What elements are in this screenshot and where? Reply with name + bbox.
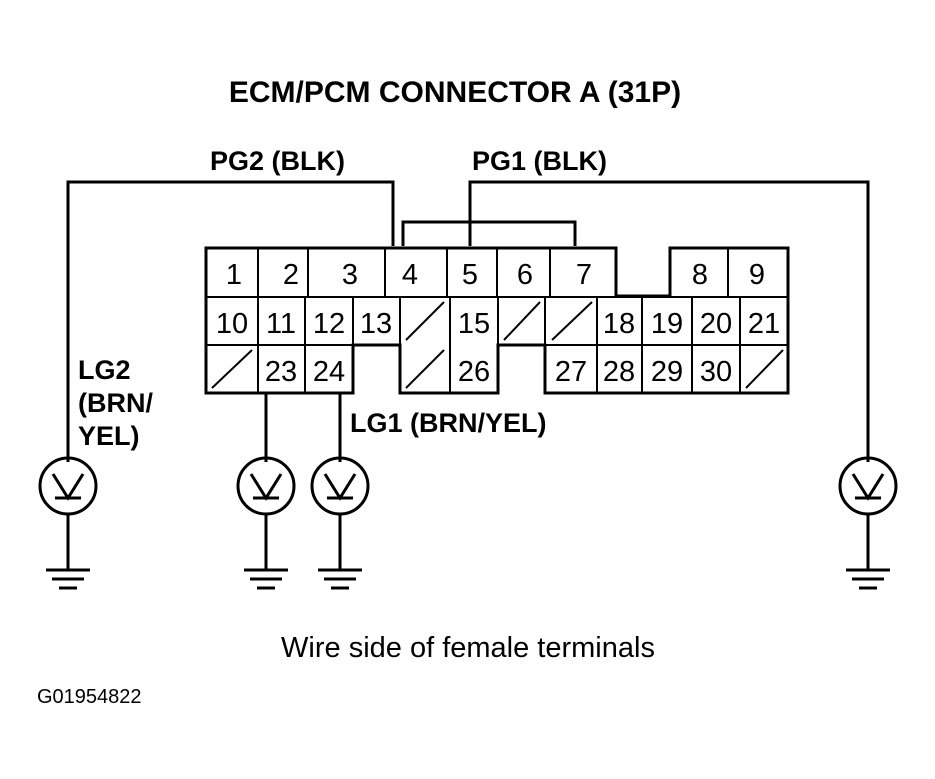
pin-row-2: 10 11 12 13 15 18 19 20 21: [216, 308, 780, 340]
pin-label: 24: [313, 356, 345, 388]
ground-icon: [846, 568, 890, 590]
voltmeter-icon: [38, 456, 98, 516]
pin-label: 18: [603, 308, 635, 340]
pin-label: 4: [402, 259, 418, 291]
pin4-pin7-jumper: [401, 220, 577, 246]
meter-pin23: [236, 456, 296, 590]
wires: [66, 180, 870, 462]
pin-label: 19: [651, 308, 683, 340]
unused-cavity-mark: [405, 301, 445, 341]
unused-cavity-mark: [745, 349, 784, 389]
unused-cavity-mark: [551, 301, 593, 341]
unused-cavity-mark: [405, 349, 445, 389]
lg1-label: LG1 (BRN/YEL): [350, 408, 547, 438]
pin-label: 7: [576, 259, 592, 291]
pin-label: 26: [458, 356, 490, 388]
pin-label: 29: [651, 356, 683, 388]
pin-label: 5: [462, 259, 478, 291]
unused-cavity-mark: [503, 301, 541, 341]
lg2-label-line1: LG2: [78, 355, 131, 385]
pin-label: 9: [749, 259, 765, 291]
pin-row-3: 23 24 26 27 28 29 30: [265, 356, 732, 388]
pin-label: 12: [313, 308, 345, 340]
lg2-label-line3: YEL): [78, 421, 140, 451]
ground-icon: [244, 568, 288, 590]
pin-label: 23: [265, 356, 297, 388]
diagram-title: ECM/PCM CONNECTOR A (31P): [229, 76, 681, 109]
pin-label: 20: [700, 308, 732, 340]
voltmeter-icon: [310, 456, 370, 516]
voltmeter-icon: [236, 456, 296, 516]
pin-label: 10: [216, 308, 248, 340]
pg2-wire: [66, 180, 395, 462]
voltmeter-icon: [838, 456, 898, 516]
connector-grid: [206, 248, 788, 393]
pg2-label: PG2 (BLK): [210, 146, 345, 176]
lg2-label-line2: (BRN/: [78, 388, 153, 418]
meter-pg1: [838, 456, 898, 590]
diagram-caption: Wire side of female terminals: [281, 632, 655, 664]
pin-label: 27: [555, 356, 587, 388]
unused-cavity-mark: [211, 349, 253, 389]
pin-label: 1: [226, 259, 242, 291]
pin-label: 11: [266, 308, 296, 340]
pin-label: 8: [692, 259, 708, 291]
pin-label: 2: [283, 259, 299, 291]
pin-label: 13: [360, 308, 392, 340]
pg1-label: PG1 (BLK): [472, 146, 607, 176]
pin-label: 21: [748, 308, 780, 340]
pin-label: 28: [603, 356, 635, 388]
pin-label: 3: [342, 259, 358, 291]
pg1-wire: [468, 180, 870, 462]
pin-row-1: 1 2 3 4 5 6 7 8 9: [226, 259, 765, 291]
pin-label: 30: [700, 356, 732, 388]
ground-icon: [318, 568, 362, 590]
meter-pg2: [38, 456, 98, 590]
figure-code: G01954822: [37, 686, 142, 708]
meter-pin24: [310, 456, 370, 590]
connector-body: 1 2 3 4 5 6 7 8 9 10 11 12 13 15 18 19 2…: [204, 246, 790, 395]
ground-icon: [46, 568, 90, 590]
pin-label: 6: [517, 259, 533, 291]
pin-label: 15: [458, 308, 490, 340]
